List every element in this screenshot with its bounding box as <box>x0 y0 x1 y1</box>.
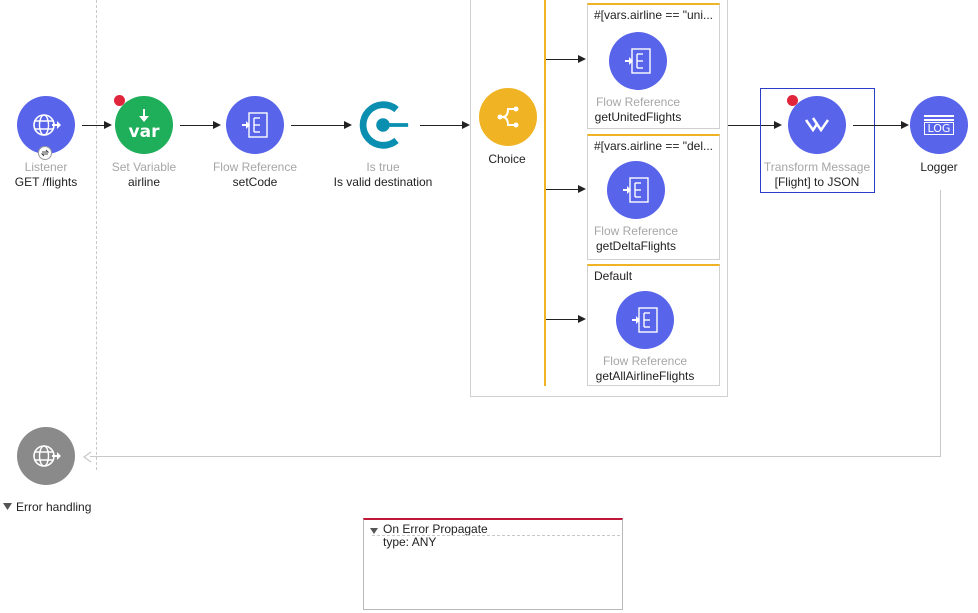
is-true-node[interactable] <box>354 96 412 154</box>
route-condition[interactable]: #[vars.airline == "del... <box>594 139 713 153</box>
on-error-title: On Error Propagate <box>383 522 488 536</box>
breakpoint-marker[interactable] <box>787 95 798 106</box>
flow-reference-delta-node[interactable] <box>607 161 665 219</box>
triangle-down-icon <box>3 503 12 510</box>
transform-message-node[interactable] <box>788 96 846 154</box>
flow-reference-icon <box>623 177 649 203</box>
flow-arrow <box>180 125 217 126</box>
route-arrow <box>546 319 578 320</box>
arrowhead <box>344 121 352 129</box>
on-error-header[interactable]: On Error Propagate type: ANY <box>370 523 488 549</box>
set-variable-type-label: Set Variable <box>111 160 177 174</box>
set-variable-name-label: airline <box>127 175 160 189</box>
flow-reference-icon <box>242 112 268 138</box>
download-arrow-icon <box>139 109 149 122</box>
arrowhead <box>774 121 782 129</box>
route-condition[interactable]: #[vars.airline == "uni... <box>594 8 713 22</box>
is-true-name-label: Is valid destination <box>333 175 433 189</box>
flow-arrow <box>291 125 348 126</box>
on-error-type: type: ANY <box>383 535 437 549</box>
source-divider <box>96 0 97 470</box>
validation-icon <box>359 101 409 149</box>
flow-reference-type-label: Flow Reference <box>212 160 298 174</box>
sync-icon <box>40 149 50 157</box>
route-arrow <box>546 189 578 190</box>
route-node-name-label: getUnitedFlights <box>594 110 682 124</box>
listener-type-label: Listener <box>24 160 68 174</box>
flow-reference-all-node[interactable] <box>616 291 674 349</box>
route-arrow <box>546 59 578 60</box>
var-icon: var <box>128 122 160 142</box>
arrowhead <box>213 121 221 129</box>
response-line-vertical <box>940 190 941 457</box>
is-true-type-label: Is true <box>366 160 400 174</box>
log-icon: LOG <box>923 115 955 135</box>
response-arrowhead <box>82 451 92 463</box>
listener-node[interactable] <box>17 96 75 154</box>
listener-sync-badge <box>38 146 52 160</box>
choice-label: Choice <box>488 152 526 166</box>
flow-reference-setcode-node[interactable] <box>226 96 284 154</box>
logger-name-label: Logger <box>920 160 958 174</box>
arrowhead <box>578 55 586 63</box>
route-node-name-label: getAllAirlineFlights <box>595 369 695 383</box>
dataweave-icon <box>804 117 830 133</box>
transform-selection-box[interactable] <box>760 88 875 193</box>
globe-icon <box>33 445 61 467</box>
route-node-type-label: Flow Reference <box>593 224 679 238</box>
transform-name-label: [Flight] to JSON <box>774 175 860 189</box>
response-line-horizontal <box>90 456 941 457</box>
flow-reference-icon <box>632 307 658 333</box>
arrowhead <box>578 315 586 323</box>
arrowhead <box>462 121 470 129</box>
flow-arrow <box>853 125 901 126</box>
flow-arrow <box>728 125 774 126</box>
logger-node[interactable]: LOG <box>910 96 968 154</box>
route-node-type-label: Flow Reference <box>595 95 681 109</box>
listener-response-node[interactable] <box>17 427 75 485</box>
flow-reference-name-label: setCode <box>232 175 278 189</box>
set-variable-node[interactable]: var <box>115 96 173 154</box>
flow-reference-icon <box>625 48 651 74</box>
choice-icon <box>497 106 519 128</box>
route-node-type-label: Flow Reference <box>602 354 688 368</box>
arrowhead <box>578 185 586 193</box>
arrowhead <box>901 121 909 129</box>
transform-type-label: Transform Message <box>763 160 871 174</box>
listener-name-label: GET /flights <box>14 175 78 189</box>
route-default[interactable]: Default Flow Reference getAllAirlineFlig… <box>587 264 720 386</box>
triangle-down-icon <box>370 528 378 534</box>
choice-node[interactable] <box>479 88 537 146</box>
route-node-name-label: getDeltaFlights <box>595 239 677 253</box>
flow-arrow <box>82 125 108 126</box>
error-handling-toggle[interactable]: Error handling <box>3 500 91 514</box>
choice-router-line <box>544 0 546 386</box>
on-error-propagate-box[interactable]: On Error Propagate type: ANY <box>363 518 623 610</box>
route-condition[interactable]: Default <box>594 269 633 283</box>
on-error-divider <box>372 535 620 536</box>
arrowhead <box>104 121 112 129</box>
flow-arrow <box>420 125 462 126</box>
route-delta[interactable]: #[vars.airline == "del... Flow Reference… <box>587 134 720 260</box>
breakpoint-marker[interactable] <box>114 95 125 106</box>
globe-icon <box>33 114 61 136</box>
error-handling-label: Error handling <box>16 500 92 514</box>
flow-reference-united-node[interactable] <box>609 32 667 90</box>
route-united[interactable]: #[vars.airline == "uni... Flow Reference… <box>587 3 720 129</box>
